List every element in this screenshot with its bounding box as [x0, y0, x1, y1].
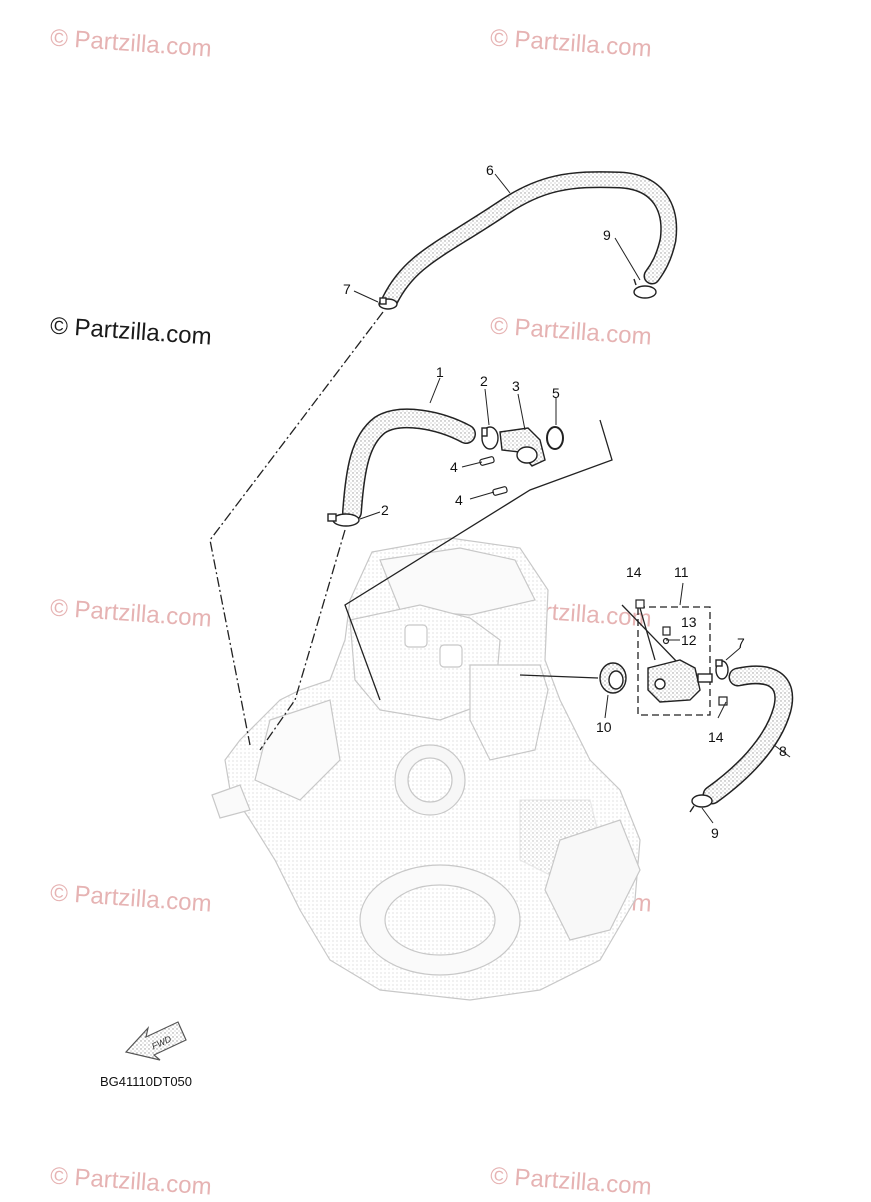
- callouts: 6 9 7 1 2 3 5 4 4 2 14 11 13 12 7 10 14 …: [343, 162, 787, 841]
- callout-12: 12: [681, 632, 697, 648]
- callout-1: 1: [436, 364, 444, 380]
- fwd-arrow-icon: FWD: [124, 1021, 187, 1061]
- callout-11: 11: [674, 564, 689, 580]
- callout-5: 5: [552, 385, 560, 401]
- callout-14: 14: [708, 729, 724, 745]
- callout-7: 7: [737, 635, 745, 651]
- clamp-icon: [633, 278, 657, 299]
- callout-13: 13: [681, 614, 697, 630]
- callout-2: 2: [480, 373, 488, 389]
- callout-leaders: [353, 173, 791, 824]
- o-ring-icon: [546, 426, 564, 450]
- callout-10: 10: [596, 719, 612, 735]
- callout-9: 9: [711, 825, 719, 841]
- leader-lines: [209, 311, 681, 751]
- bolt-icon: [635, 599, 728, 706]
- clamp-icon: [481, 426, 499, 450]
- callout-4: 4: [450, 459, 458, 475]
- hose-8-icon: [702, 665, 794, 805]
- clamp-icon: [327, 513, 360, 527]
- clamp-icon: [378, 297, 398, 310]
- bolt-icon: [479, 456, 508, 496]
- callout-14: 14: [626, 564, 642, 580]
- clamp-icon: [715, 659, 729, 680]
- diagram-code: BG41110DT050: [100, 1074, 192, 1089]
- hose-1-icon: [342, 408, 476, 522]
- callout-3: 3: [512, 378, 520, 394]
- joint-3-icon: [499, 427, 546, 467]
- clamp-icon: [689, 794, 713, 813]
- assembly-box: [637, 606, 711, 716]
- callout-4: 4: [455, 492, 463, 508]
- hose-6-icon: [381, 171, 678, 309]
- callout-2: 2: [381, 502, 389, 518]
- engine-icon: [211, 537, 641, 1001]
- thermostat-icon: [599, 662, 627, 694]
- callout-7: 7: [343, 281, 351, 297]
- callout-6: 6: [486, 162, 494, 178]
- callout-8: 8: [779, 743, 787, 759]
- thermostat-housing-icon: [647, 659, 713, 703]
- callout-9: 9: [603, 227, 611, 243]
